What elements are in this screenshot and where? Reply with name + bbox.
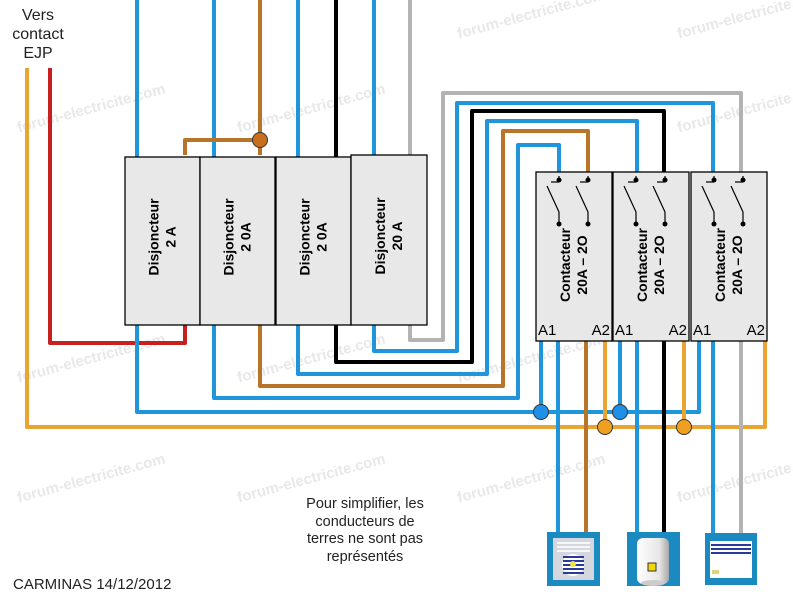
switch-contact-icon xyxy=(652,176,668,227)
wire-ejp-red xyxy=(48,68,187,345)
switch-contact-icon xyxy=(623,176,639,227)
terminal-a2-label: A2 xyxy=(747,322,765,339)
junction-node xyxy=(612,404,628,420)
terminal-a1-label: A1 xyxy=(615,322,633,339)
contactor-box xyxy=(612,171,690,342)
wire-ejp-orange xyxy=(25,68,767,429)
contactor-box xyxy=(690,171,768,342)
contactor-box xyxy=(535,171,613,342)
note-line: représentés xyxy=(326,548,404,565)
breaker-box xyxy=(275,156,352,326)
junction-node xyxy=(252,132,268,148)
breaker-label: Disjoncteur20 A xyxy=(372,197,405,275)
switch-contact-icon xyxy=(575,176,591,227)
author-date: CARMINAS 14/12/2012 xyxy=(13,576,172,593)
ejp-label: Vers contact EJP xyxy=(8,6,68,63)
radiator-icon xyxy=(705,533,757,585)
wire-blue-2 xyxy=(212,0,561,400)
ejp-label-line: Vers xyxy=(21,7,54,24)
breaker-label: Disjoncteur2 A xyxy=(146,198,179,276)
note-line: terres ne sont pas xyxy=(306,531,424,547)
terminal-a1-label: A1 xyxy=(693,322,711,339)
switch-contact-icon xyxy=(546,176,562,227)
breaker-label: Disjoncteur2 0A xyxy=(221,198,254,276)
contactor: Contacteur20A – 2O A1 A2 xyxy=(535,171,613,342)
terminal-a1-label: A1 xyxy=(538,322,556,339)
water-heater-icon xyxy=(627,532,680,586)
ejp-label-line: EJP xyxy=(23,45,53,62)
junction-node xyxy=(597,419,613,435)
contactor-label: Contacteur20A – 2O xyxy=(557,228,590,302)
breaker-box xyxy=(350,154,428,326)
junction-node xyxy=(533,404,549,420)
breaker: Disjoncteur2 A xyxy=(124,156,201,326)
junction-node xyxy=(676,419,692,435)
switch-contact-icon xyxy=(701,176,717,227)
contactor: Contacteur20A – 2O A1 A2 xyxy=(612,171,690,342)
contactor-label: Contacteur20A – 2O xyxy=(712,228,745,302)
switch-contact-icon xyxy=(730,176,746,227)
contactor-label: Contacteur20A – 2O xyxy=(634,228,667,302)
ejp-label-line: contact xyxy=(12,26,64,43)
breaker: Disjoncteur20 A xyxy=(350,154,428,326)
terminal-a2-label: A2 xyxy=(669,322,687,339)
note-text: Pour simplifier, les conducteurs de terr… xyxy=(290,496,440,566)
fan-heater-icon xyxy=(547,532,600,586)
terminal-a2-label: A2 xyxy=(592,322,610,339)
contactor: Contacteur20A – 2O A1 A2 xyxy=(690,171,768,342)
breaker: Disjoncteur2 0A xyxy=(275,156,352,326)
breaker: Disjoncteur2 0A xyxy=(199,156,276,326)
breaker-label: Disjoncteur2 0A xyxy=(297,198,330,276)
note-line: conducteurs de xyxy=(315,513,415,530)
wire-brown-bridge xyxy=(183,138,260,155)
breaker-box xyxy=(199,156,276,326)
note-line: Pour simplifier, les xyxy=(306,496,424,512)
wire-brown-out xyxy=(258,129,590,388)
